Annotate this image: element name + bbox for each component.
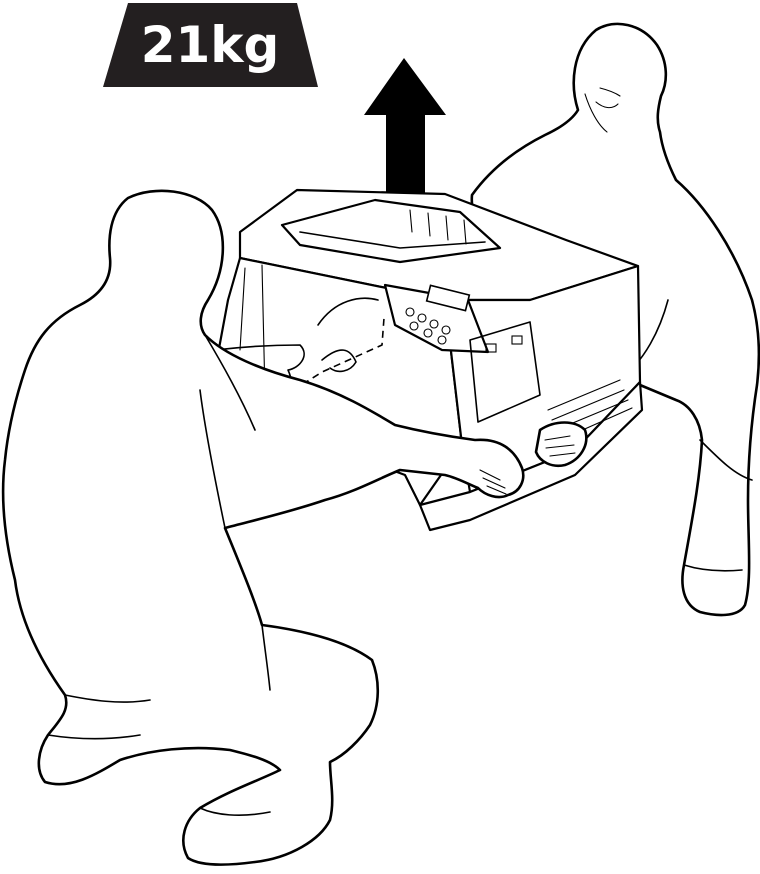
weight-badge: 21kg: [103, 3, 318, 87]
up-arrow-icon: [364, 58, 446, 193]
weight-label: 21kg: [141, 16, 280, 74]
